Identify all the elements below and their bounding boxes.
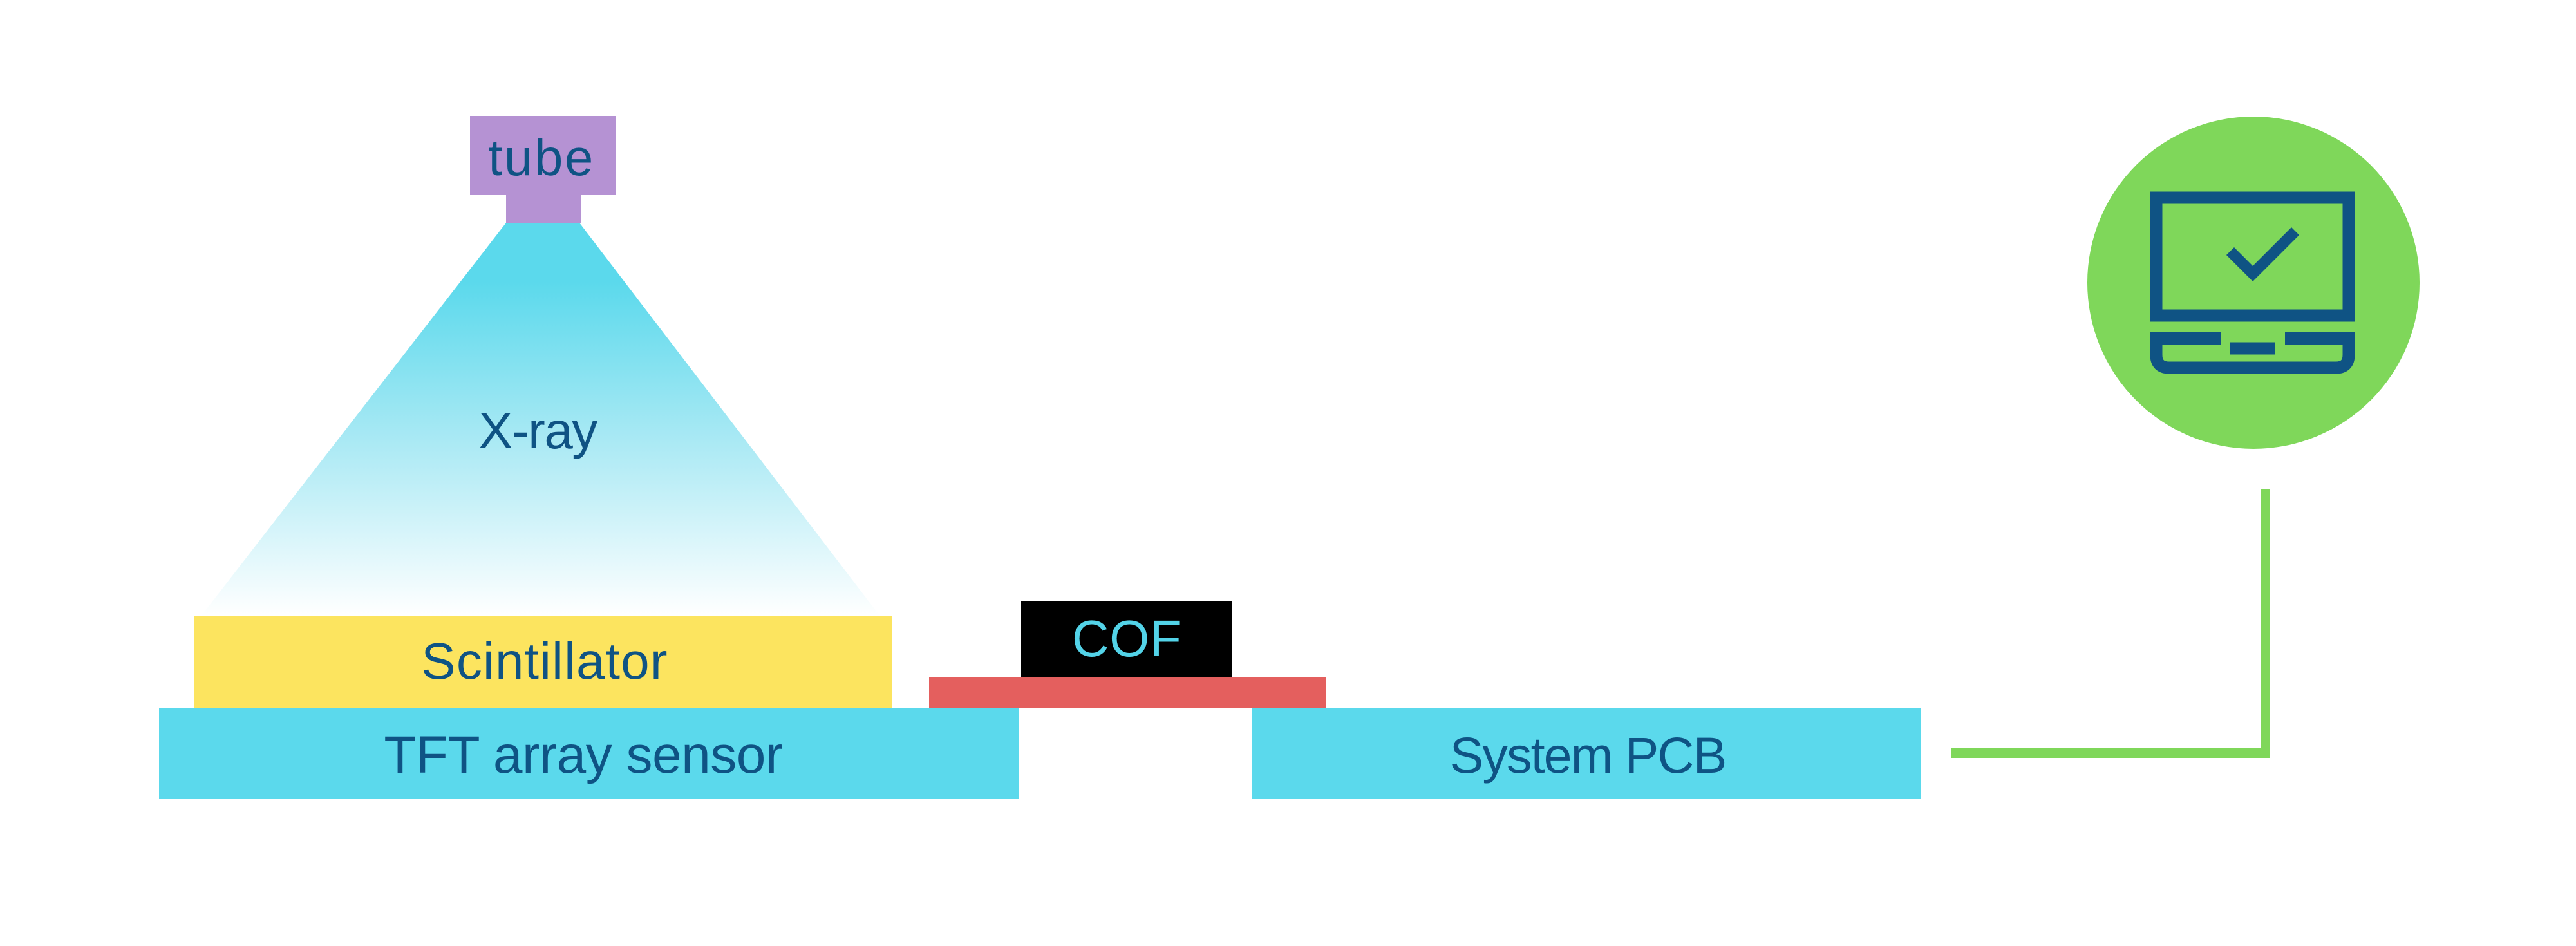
svg-text:tube: tube xyxy=(488,129,595,186)
svg-text:TFT array sensor: TFT array sensor xyxy=(384,726,782,784)
svg-text:X-ray: X-ray xyxy=(478,402,597,459)
svg-text:Scintillator: Scintillator xyxy=(421,632,668,690)
svg-text:COF: COF xyxy=(1072,610,1181,667)
svg-text:System PCB: System PCB xyxy=(1450,726,1726,784)
